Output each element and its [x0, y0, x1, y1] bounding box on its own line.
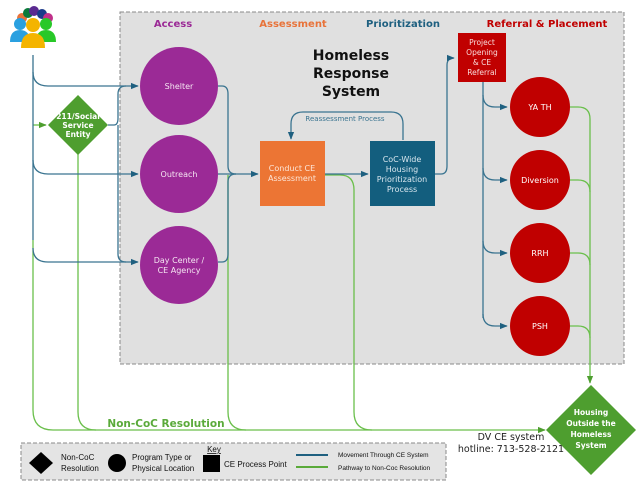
svg-text:Housing: Housing	[386, 165, 419, 174]
key-diamond-icon	[29, 452, 53, 474]
svg-text:CoC-Wide: CoC-Wide	[383, 155, 422, 164]
svg-text:Conduct CE: Conduct CE	[269, 164, 315, 173]
placement-node-rrh[interactable]: RRH	[510, 223, 570, 283]
key-square-icon	[203, 455, 220, 472]
svg-text:Assessment: Assessment	[268, 174, 316, 183]
svg-text:Program Type or: Program Type or	[132, 453, 192, 462]
placement-node-ya-th[interactable]: YA TH	[510, 77, 570, 137]
svg-text:Housing: Housing	[574, 408, 609, 417]
diagram-title: Homeless Response System	[313, 48, 389, 100]
social-service-entity-node[interactable]: 211/Social Service Entity	[48, 95, 108, 155]
svg-text:Non-CoC: Non-CoC	[61, 453, 95, 462]
svg-text:Physical Location: Physical Location	[132, 464, 194, 473]
svg-text:& CE: & CE	[473, 58, 491, 67]
placement-node-psh[interactable]: PSH	[510, 296, 570, 356]
hotline-line1: DV CE system	[477, 432, 545, 443]
access-node-outreach[interactable]: Outreach	[140, 135, 218, 213]
lane-referral-placement: Referral & Placement	[487, 19, 608, 30]
svg-text:211/Social: 211/Social	[56, 112, 100, 121]
lane-assessment: Assessment	[259, 19, 327, 30]
svg-text:Resolution: Resolution	[61, 464, 99, 473]
svg-text:Project: Project	[469, 38, 495, 47]
svg-text:Prioritization: Prioritization	[377, 175, 427, 184]
access-node-shelter[interactable]: Shelter	[140, 47, 218, 125]
legend-key: Key Non-CoC Resolution Program Type or P…	[20, 442, 447, 481]
svg-text:Homeless: Homeless	[313, 48, 389, 64]
svg-text:System: System	[575, 441, 606, 450]
svg-text:Entity: Entity	[65, 130, 90, 139]
svg-text:Movement Through CE System: Movement Through CE System	[338, 452, 429, 459]
placement-node-diversion[interactable]: Diversion	[510, 150, 570, 210]
svg-text:Referral: Referral	[467, 68, 496, 77]
lane-prioritization: Prioritization	[366, 19, 440, 30]
svg-text:Service: Service	[62, 121, 93, 130]
svg-text:Shelter: Shelter	[165, 82, 194, 91]
svg-text:Outside the: Outside the	[566, 419, 615, 428]
svg-text:Response: Response	[313, 66, 389, 82]
ce-movement-paths	[32, 54, 508, 330]
svg-text:Outreach: Outreach	[161, 170, 198, 179]
svg-text:YA TH: YA TH	[527, 103, 551, 112]
svg-text:CE Process Point: CE Process Point	[224, 460, 287, 469]
svg-text:Process: Process	[387, 185, 417, 194]
assessment-node[interactable]: Conduct CE Assessment	[260, 141, 325, 206]
dv-hotline: DV CE system hotline: 713-528-2121	[456, 432, 566, 456]
svg-text:Diversion: Diversion	[521, 176, 559, 185]
svg-text:Homeless: Homeless	[571, 430, 612, 439]
svg-text:Opening: Opening	[466, 48, 498, 57]
svg-text:System: System	[322, 84, 380, 100]
svg-text:CE Agency: CE Agency	[158, 266, 201, 275]
key-title: Key	[207, 445, 221, 454]
people-group-icon	[10, 6, 56, 48]
svg-text:PSH: PSH	[532, 322, 548, 331]
svg-text:Day Center /: Day Center /	[154, 256, 205, 265]
hotline-line2: hotline: 713-528-2121	[457, 444, 565, 455]
reassessment-label: Reassessment Process	[305, 115, 384, 123]
key-circle-icon	[108, 454, 126, 472]
svg-text:RRH: RRH	[531, 249, 548, 258]
housing-outside-system-node[interactable]: Housing Outside the Homeless System	[546, 385, 636, 475]
referral-node[interactable]: Project Opening & CE Referral	[458, 33, 506, 82]
non-coc-resolution-label: Non-CoC Resolution	[107, 418, 224, 430]
prioritization-node[interactable]: CoC-Wide Housing Prioritization Process	[370, 141, 435, 206]
access-node-day-center[interactable]: Day Center / CE Agency	[140, 226, 218, 304]
svg-text:Pathway to Non-Coc Resolution: Pathway to Non-Coc Resolution	[338, 465, 431, 472]
lane-access: Access	[154, 19, 192, 30]
non-coc-pathways	[32, 106, 594, 434]
